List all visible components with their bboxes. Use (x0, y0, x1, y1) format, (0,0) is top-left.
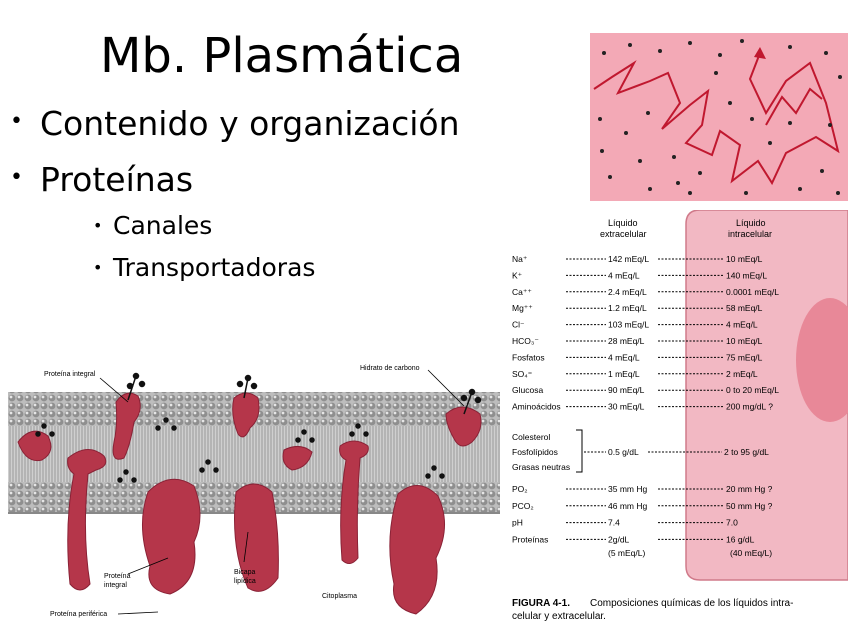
row-label: Proteínas (512, 534, 548, 544)
lipid-label: Grasas neutras (512, 462, 570, 472)
header-intra-2: intracelular (728, 229, 772, 239)
bullet-dot-icon: • (93, 210, 102, 242)
sub-bullet-item: • Canales (113, 210, 212, 242)
row-label: Mg⁺⁺ (512, 303, 533, 313)
row-label: PO₂ (512, 484, 528, 494)
label-integral-protein-2a: Proteína (104, 573, 131, 580)
table-row: PCO₂ 46 mm Hg 50 mm Hg ? (512, 501, 773, 511)
lipid-label: Colesterol (512, 432, 550, 442)
figure-caption-number: FIGURA 4-1. (512, 598, 570, 609)
sub-bullet-text: Transportadoras (113, 253, 315, 282)
row-intra: 75 mEq/L (726, 352, 763, 362)
row-label: Na⁺ (512, 254, 528, 264)
table-row: HCO₃⁻ 28 mEq/L 10 mEq/L (512, 336, 763, 346)
bullet-dot-icon: • (93, 252, 102, 284)
protein-extra-2: (5 mEq/L) (608, 548, 645, 558)
row-label: SO₄⁼ (512, 369, 533, 379)
protein-intra-2: (40 mEq/L) (730, 548, 772, 558)
row-label: pH (512, 518, 523, 528)
table-row: Na⁺ 142 mEq/L 10 mEq/L (512, 254, 763, 264)
row-intra: 50 mm Hg ? (726, 501, 773, 511)
row-label: Ca⁺⁺ (512, 287, 532, 297)
label-bilayer-b: lipídica (234, 578, 256, 585)
row-intra: 200 mg/dL ? (726, 402, 773, 412)
table-row: Fosfatos 4 mEq/L 75 mEq/L (512, 352, 763, 362)
row-intra: 140 mEq/L (726, 270, 767, 280)
row-extra: 4 mEq/L (608, 352, 640, 362)
bullet-dot-icon: • (10, 102, 23, 142)
row-intra: 0 to 20 mEq/L (726, 385, 779, 395)
row-extra: 4 mEq/L (608, 270, 640, 280)
label-peripheral-protein: Proteína periférica (50, 611, 107, 618)
lipid-intra: 2 to 95 g/dL (724, 447, 769, 457)
row-intra: 7.0 (726, 518, 738, 528)
label-integral-protein: Proteína integral (44, 371, 96, 378)
table-row: PO₂ 35 mm Hg 20 mm Hg ? (512, 484, 773, 494)
figure-caption-line2: celular y extracelular. (512, 611, 606, 622)
label-cytoplasm: Citoplasma (322, 593, 357, 600)
row-intra: 2 mEq/L (726, 369, 758, 379)
row-intra: 10 mEq/L (726, 336, 763, 346)
row-intra: 20 mm Hg ? (726, 484, 773, 494)
row-extra: 7.4 (608, 518, 620, 528)
sub-bullet-text: Canales (113, 211, 212, 240)
bullet-item: • Contenido y organización (40, 104, 460, 144)
sub-bullet-item: • Transportadoras (113, 252, 315, 284)
row-extra: 35 mm Hg (608, 484, 647, 494)
row-extra: 2.4 mEq/L (608, 287, 647, 297)
row-intra: 4 mEq/L (726, 320, 758, 330)
table-row: Aminoácidos 30 mEq/L 200 mg/dL ? (512, 402, 773, 412)
bullet-dot-icon: • (10, 158, 23, 198)
row-label: PCO₂ (512, 501, 534, 511)
row-intra: 16 g/dL (726, 534, 755, 544)
row-label: Fosfatos (512, 352, 545, 362)
row-extra: 1 mEq/L (608, 369, 640, 379)
label-integral-protein-2b: integral (104, 582, 127, 589)
table-row: K⁺ 4 mEq/L 140 mEq/L (512, 270, 767, 280)
diffusion-figure (590, 33, 848, 201)
row-extra: 30 mEq/L (608, 402, 645, 412)
row-intra: 58 mEq/L (726, 303, 763, 313)
lipid-label: Fosfolípidos (512, 447, 558, 457)
row-extra: 142 mEq/L (608, 254, 649, 264)
row-label: Aminoácidos (512, 402, 561, 412)
header-extra-1: Líquido (608, 218, 638, 228)
row-extra: 103 mEq/L (608, 320, 649, 330)
row-label: HCO₃⁻ (512, 336, 539, 346)
row-extra: 46 mm Hg (608, 501, 647, 511)
row-label: Glucosa (512, 385, 543, 395)
row-extra: 90 mEq/L (608, 385, 645, 395)
label-carbohydrate: Hidrato de carbono (360, 365, 420, 372)
row-extra: 28 mEq/L (608, 336, 645, 346)
row-intra: 10 mEq/L (726, 254, 763, 264)
slide-title: Mb. Plasmática (100, 28, 463, 84)
table-row: Glucosa 90 mEq/L 0 to 20 mEq/L (512, 385, 779, 395)
row-intra: 0.0001 mEq/L (726, 287, 779, 297)
ion-composition-figure: Líquido extracelular Líquido intracelula… (500, 210, 848, 636)
header-extra-2: extracelular (600, 229, 647, 239)
bullet-item: • Proteínas (40, 160, 193, 200)
header-intra-1: Líquido (736, 218, 766, 228)
bullet-text: Contenido y organización (40, 104, 460, 143)
table-row: Ca⁺⁺ 2.4 mEq/L 0.0001 mEq/L (512, 287, 779, 297)
diffusion-background (590, 33, 848, 201)
row-label: Cl⁻ (512, 320, 525, 330)
row-extra: 2g/dL (608, 534, 630, 544)
row-label: K⁺ (512, 270, 523, 280)
table-row: Mg⁺⁺ 1.2 mEq/L 58 mEq/L (512, 303, 763, 313)
membrane-figure: Proteína integral Hidrato de carbono Pro… (8, 362, 500, 632)
row-extra: 1.2 mEq/L (608, 303, 647, 313)
lipid-extra: 0.5 g/dL (608, 447, 639, 457)
label-bilayer-a: Bicapa (234, 569, 256, 576)
figure-caption-line1: Composiciones químicas de los líquidos i… (590, 598, 793, 609)
bullet-text: Proteínas (40, 160, 193, 199)
